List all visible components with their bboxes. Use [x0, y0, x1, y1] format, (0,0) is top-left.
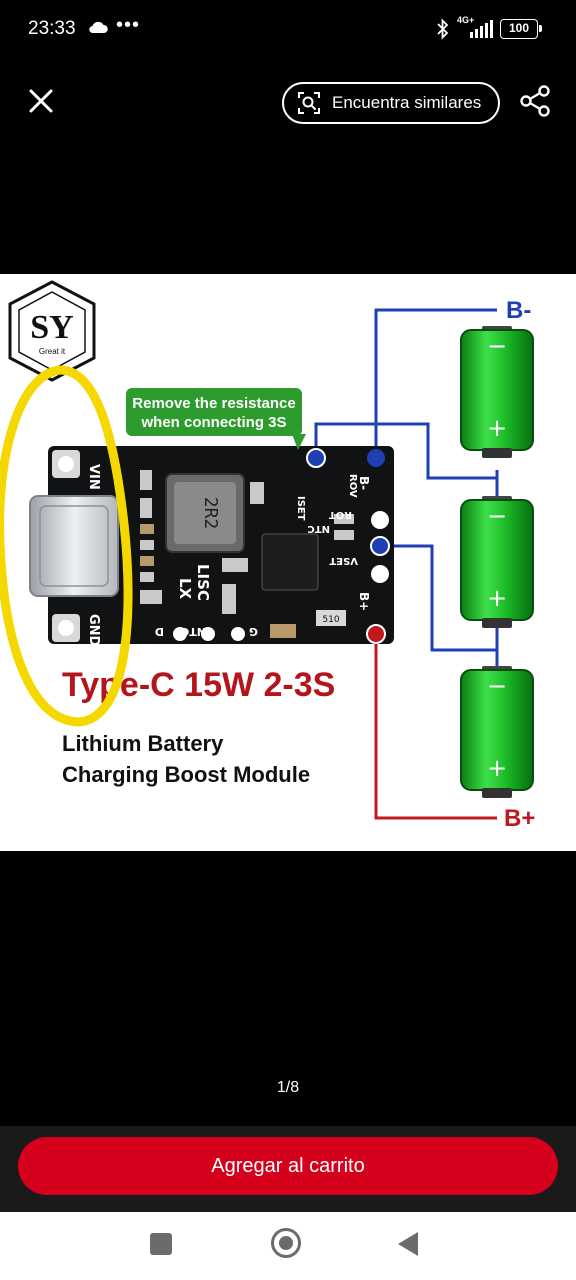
pin-d: D: [155, 625, 164, 638]
status-bar: 23:33 ••• 4G+ 100: [0, 0, 576, 58]
find-similar-button[interactable]: Encuentra similares: [282, 82, 500, 124]
yellow-highlight-annotation: [0, 365, 133, 727]
resistance-callout: Remove the resistance when connecting 3S: [126, 388, 306, 450]
battery-icon: 100: [500, 19, 542, 39]
svg-text:+: +: [487, 754, 507, 782]
bluetooth-icon: [437, 18, 449, 40]
product-title: Type-C 15W 2-3S: [62, 666, 335, 704]
battery-cells: − + − + − +: [460, 326, 534, 798]
svg-text:−: −: [487, 332, 507, 360]
pin-b-plus: B+: [357, 592, 371, 611]
svg-text:−: −: [487, 502, 507, 530]
status-time: 23:33: [28, 18, 76, 39]
b-minus-label: B-: [506, 297, 531, 324]
share-icon[interactable]: [518, 84, 552, 118]
pin-lx: LX: [176, 578, 194, 600]
pin-ntc-right: NTC: [307, 523, 330, 534]
callout-line-2: when connecting 3S: [140, 414, 286, 431]
battery-level: 100: [508, 21, 530, 35]
recents-icon[interactable]: [150, 1233, 172, 1255]
network-type: 4G+: [457, 15, 475, 25]
product-image[interactable]: SY Great it B- B+ − +: [0, 274, 576, 851]
system-nav-bar: [0, 1212, 576, 1280]
page-indicator: 1/8: [276, 1079, 300, 1096]
pin-lisc: LISC: [194, 564, 212, 601]
find-similar-label: Encuentra similares: [332, 93, 482, 112]
product-subtitle-1: Lithium Battery: [62, 731, 224, 756]
cloud-icon: [89, 21, 108, 34]
svg-text:−: −: [487, 672, 507, 700]
add-to-cart-label: Agregar al carrito: [211, 1154, 365, 1177]
signal-icon: [470, 20, 493, 38]
svg-text:+: +: [487, 414, 507, 442]
b-plus-label: B+: [504, 805, 535, 832]
pin-vset: VSET: [329, 555, 358, 566]
logo-text: SY: [30, 309, 73, 346]
resistor-label: 510: [322, 615, 339, 625]
pin-b-minus: B-: [357, 476, 371, 490]
blue-wires: [314, 308, 499, 674]
visual-search-icon: [298, 92, 320, 114]
home-icon[interactable]: [271, 1228, 301, 1258]
callout-line-1: Remove the resistance: [132, 395, 295, 412]
pin-ntc-bottom: NTC: [181, 625, 206, 638]
more-notifications-icon: •••: [116, 14, 141, 36]
pin-vin: VIN: [86, 464, 101, 490]
pin-rot: ROT: [329, 509, 352, 520]
pcb-board: 2R2 510: [29, 446, 394, 647]
product-illustration: SY Great it B- B+ − +: [0, 280, 535, 832]
pin-rov: ROV: [347, 474, 358, 498]
svg-text:+: +: [487, 584, 507, 612]
close-icon[interactable]: [26, 86, 56, 116]
inductor-label: 2R2: [200, 497, 221, 530]
cart-bar: Agregar al carrito: [0, 1126, 576, 1212]
logo-subtext: Great it: [39, 347, 66, 356]
pin-iset: ISET: [295, 496, 306, 521]
red-wire: [374, 634, 497, 820]
brand-logo: SY Great it: [8, 280, 96, 382]
product-subtitle-2: Charging Boost Module: [62, 762, 310, 787]
add-to-cart-button[interactable]: Agregar al carrito: [18, 1137, 558, 1195]
pin-gnd: GND: [86, 614, 101, 647]
pin-g: G: [249, 625, 258, 638]
back-icon[interactable]: [398, 1232, 418, 1256]
